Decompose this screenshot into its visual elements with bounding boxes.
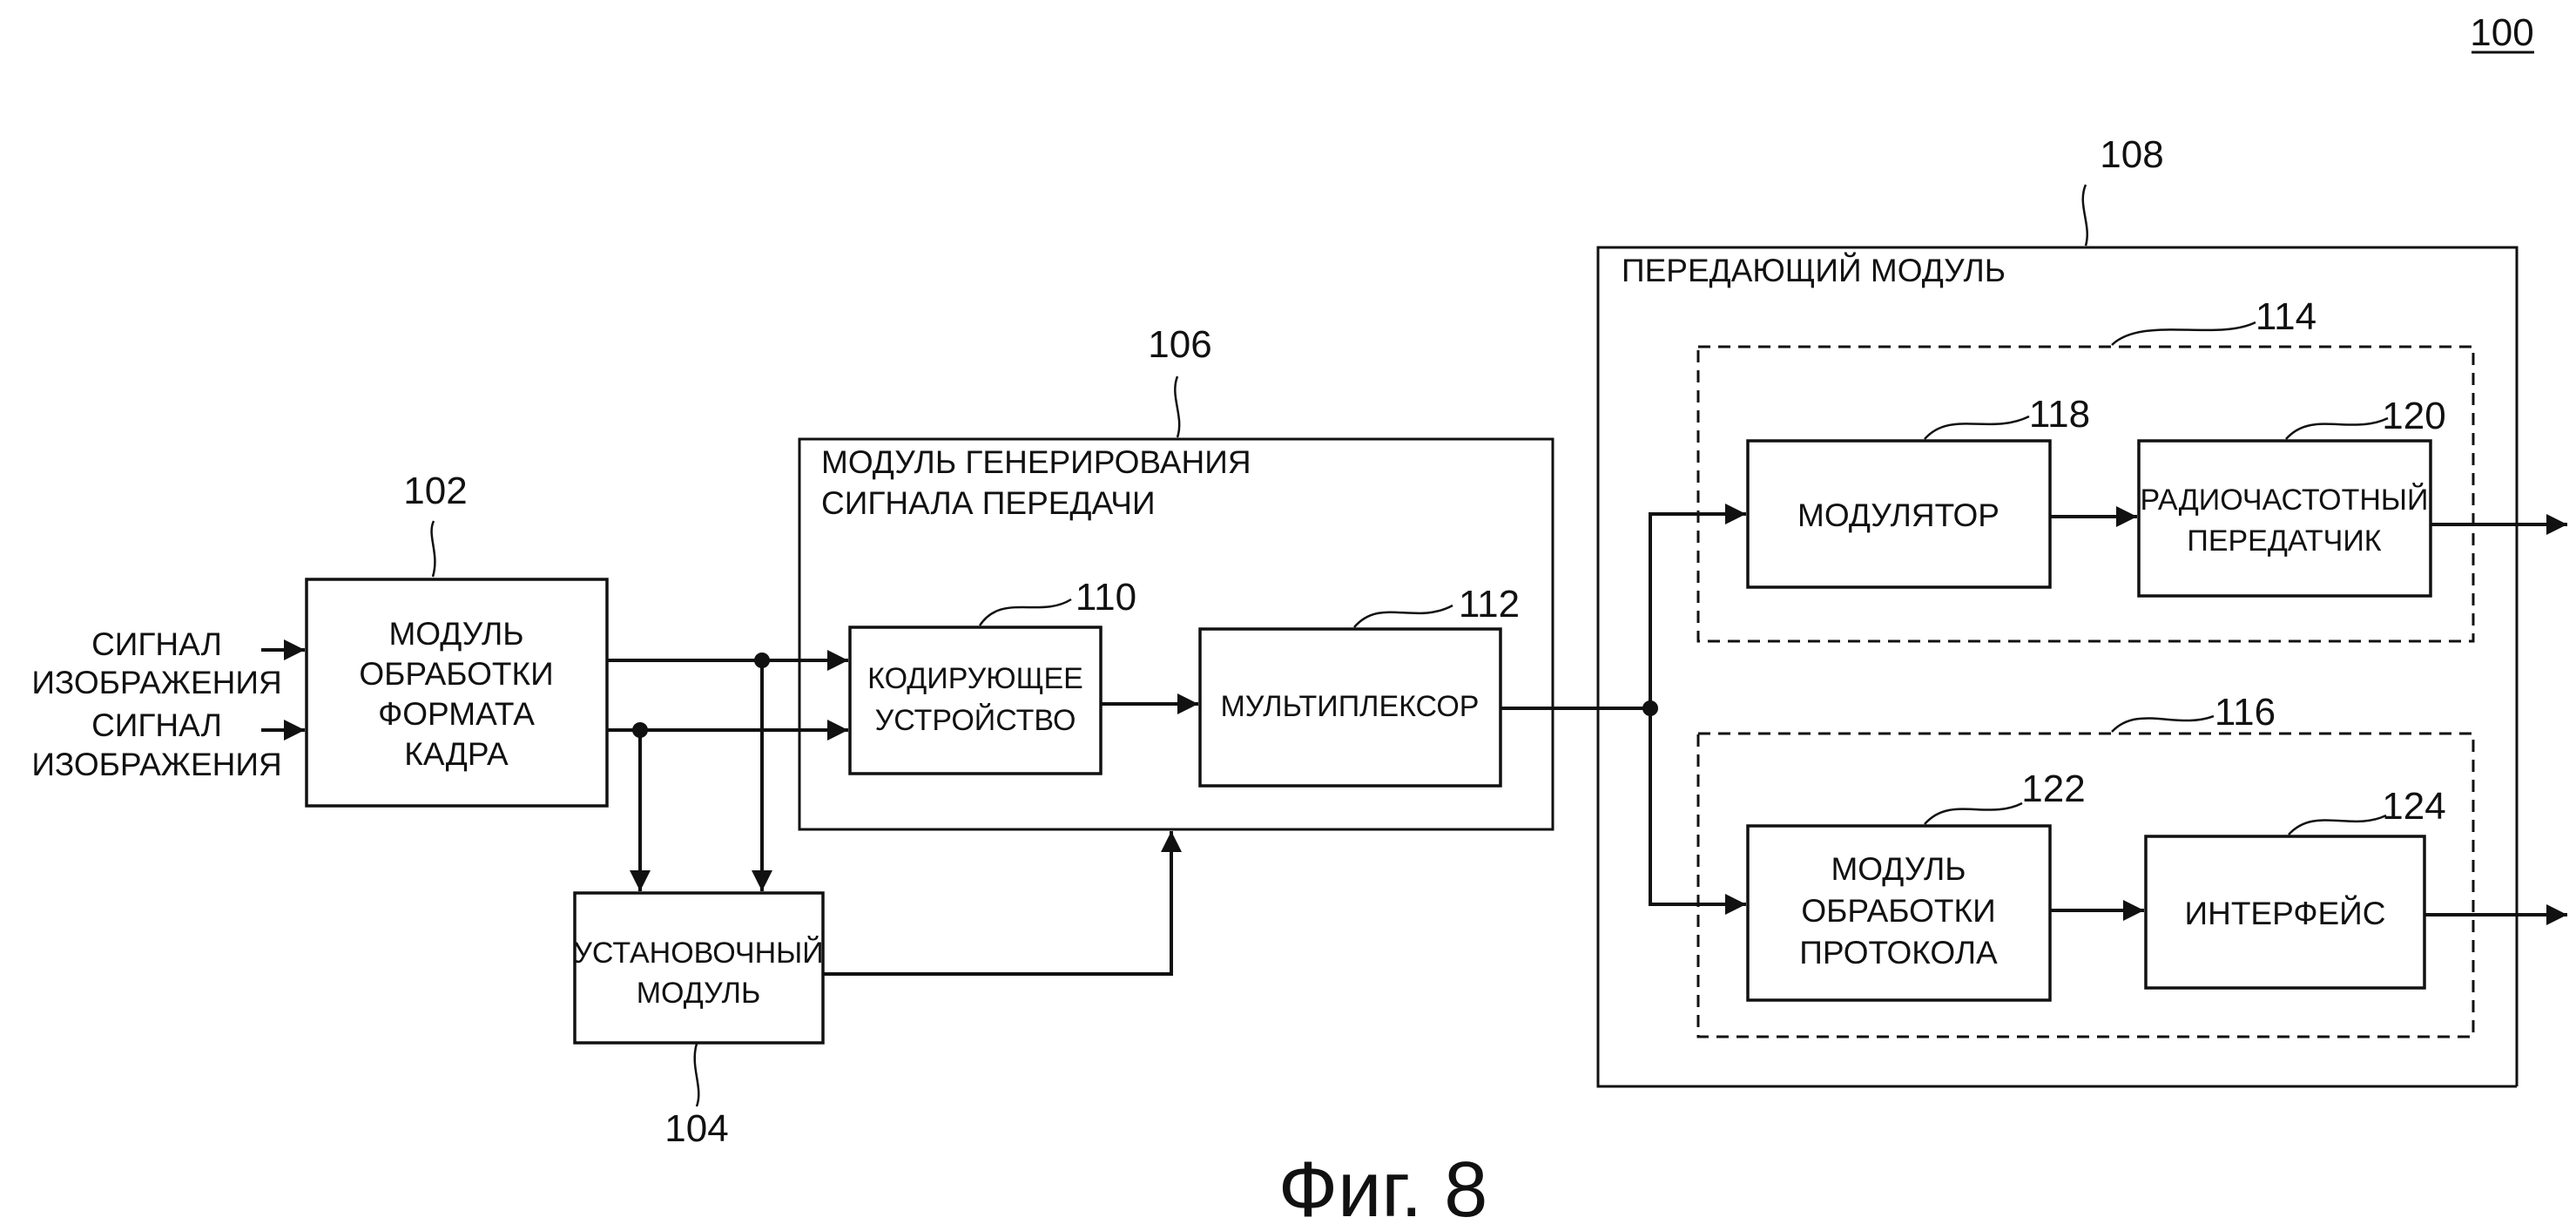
protocol-group-box [1696, 732, 2475, 1038]
protocol-module-label-line1: МОДУЛЬ [1831, 851, 1966, 887]
multiplexer-box [1198, 627, 1502, 788]
tx-module-ref-leader [2081, 184, 2088, 247]
tx-signal-gen-module-label-line1: МОДУЛЬ ГЕНЕРИРОВАНИЯ [821, 444, 1251, 480]
setup-module-ref: 104 [664, 1107, 728, 1150]
frame-format-module-label-line2: ОБРАБОТКИ [359, 656, 553, 692]
frame-format-module-ref: 102 [403, 470, 467, 512]
wire-to-protocol [1649, 708, 1746, 915]
tx-signal-gen-module-label-line2: СИГНАЛА ПЕРЕДАЧИ [821, 485, 1156, 521]
frame-format-module-ref-leader [430, 520, 436, 578]
frame-format-module-label-line4: КАДРА [404, 736, 509, 772]
setup-module-label-line2: МОДУЛЬ [637, 977, 761, 1010]
protocol-module-ref: 122 [2021, 768, 2085, 810]
protocol-module-label-line3: ПРОТОКОЛА [1799, 935, 1998, 971]
setup-module-box [573, 891, 825, 1045]
input-2-label-line2: ИЗОБРАЖЕНИЯ [31, 747, 281, 782]
rf-transmitter-label-line1: РАДИОЧАСТОТНЫЙ [2141, 484, 2429, 517]
input-1-label-line1: СИГНАЛ [91, 626, 222, 662]
frame-format-module-label-line3: ФОРМАТА [378, 696, 535, 732]
tx-signal-gen-module-box [798, 437, 1554, 831]
input-2-label-line1: СИГНАЛ [91, 707, 222, 743]
encoder-ref-leader [978, 598, 1072, 626]
modulator-box [1746, 439, 2052, 589]
encoder-label-line2: УСТРОЙСТВО [875, 704, 1076, 737]
modulator-ref-leader [1924, 415, 2030, 440]
rf-group-box [1696, 345, 2475, 643]
multiplexer-ref-leader [1353, 604, 1453, 628]
system-ref-number: 100 [2470, 11, 2533, 54]
encoder-box [848, 626, 1103, 775]
wire-to-modulator [1649, 504, 1746, 708]
rf-transmitter-box [2137, 439, 2432, 598]
interface-box [2144, 835, 2426, 990]
wire-setup-to-tx-signal-gen [823, 831, 1182, 976]
interface-ref: 124 [2382, 785, 2445, 828]
tx-module-box [1596, 246, 2519, 1088]
input-1-label-line2: ИЗОБРАЖЕНИЯ [31, 665, 281, 700]
tx-signal-gen-module-ref: 106 [1148, 323, 1211, 366]
rf-group-ref-leader [2111, 321, 2256, 346]
figure-caption: Фиг. 8 [1278, 1146, 1488, 1231]
tx-module-label: ПЕРЕДАЮЩИЙ МОДУЛЬ [1622, 252, 2006, 288]
rf-group-ref: 114 [2256, 295, 2316, 338]
frame-format-module-label-line1: МОДУЛЬ [388, 616, 523, 652]
tx-module-ref: 108 [2100, 133, 2163, 176]
setup-module-ref-leader [693, 1043, 700, 1107]
protocol-module-box [1746, 824, 2052, 1002]
interface-ref-leader [2288, 814, 2387, 835]
modulator-ref: 118 [2029, 393, 2090, 436]
rf-transmitter-ref-leader [2285, 416, 2389, 440]
setup-module-label-line1: УСТАНОВОЧНЫЙ [573, 937, 823, 970]
encoder-ref: 110 [1076, 576, 1136, 619]
protocol-module-label-line2: ОБРАБОТКИ [1801, 893, 1995, 929]
rf-transmitter-ref: 120 [2382, 395, 2445, 437]
rf-transmitter-label-line2: ПЕРЕДАТЧИК [2187, 524, 2381, 558]
interface-label: ИНТЕРФЕЙС [2185, 895, 2386, 931]
encoder-label-line1: КОДИРУЮЩЕЕ [867, 662, 1083, 695]
protocol-group-ref-leader [2111, 714, 2215, 733]
multiplexer-ref: 112 [1459, 583, 1520, 626]
multiplexer-label: МУЛЬТИПЛЕКСОР [1220, 690, 1479, 723]
protocol-module-ref-leader [1924, 802, 2023, 825]
tx-signal-gen-module-ref-leader [1174, 375, 1181, 438]
modulator-label: МОДУЛЯТОР [1797, 497, 1999, 533]
protocol-group-ref: 116 [2215, 691, 2276, 734]
frame-format-module-box [305, 578, 609, 808]
